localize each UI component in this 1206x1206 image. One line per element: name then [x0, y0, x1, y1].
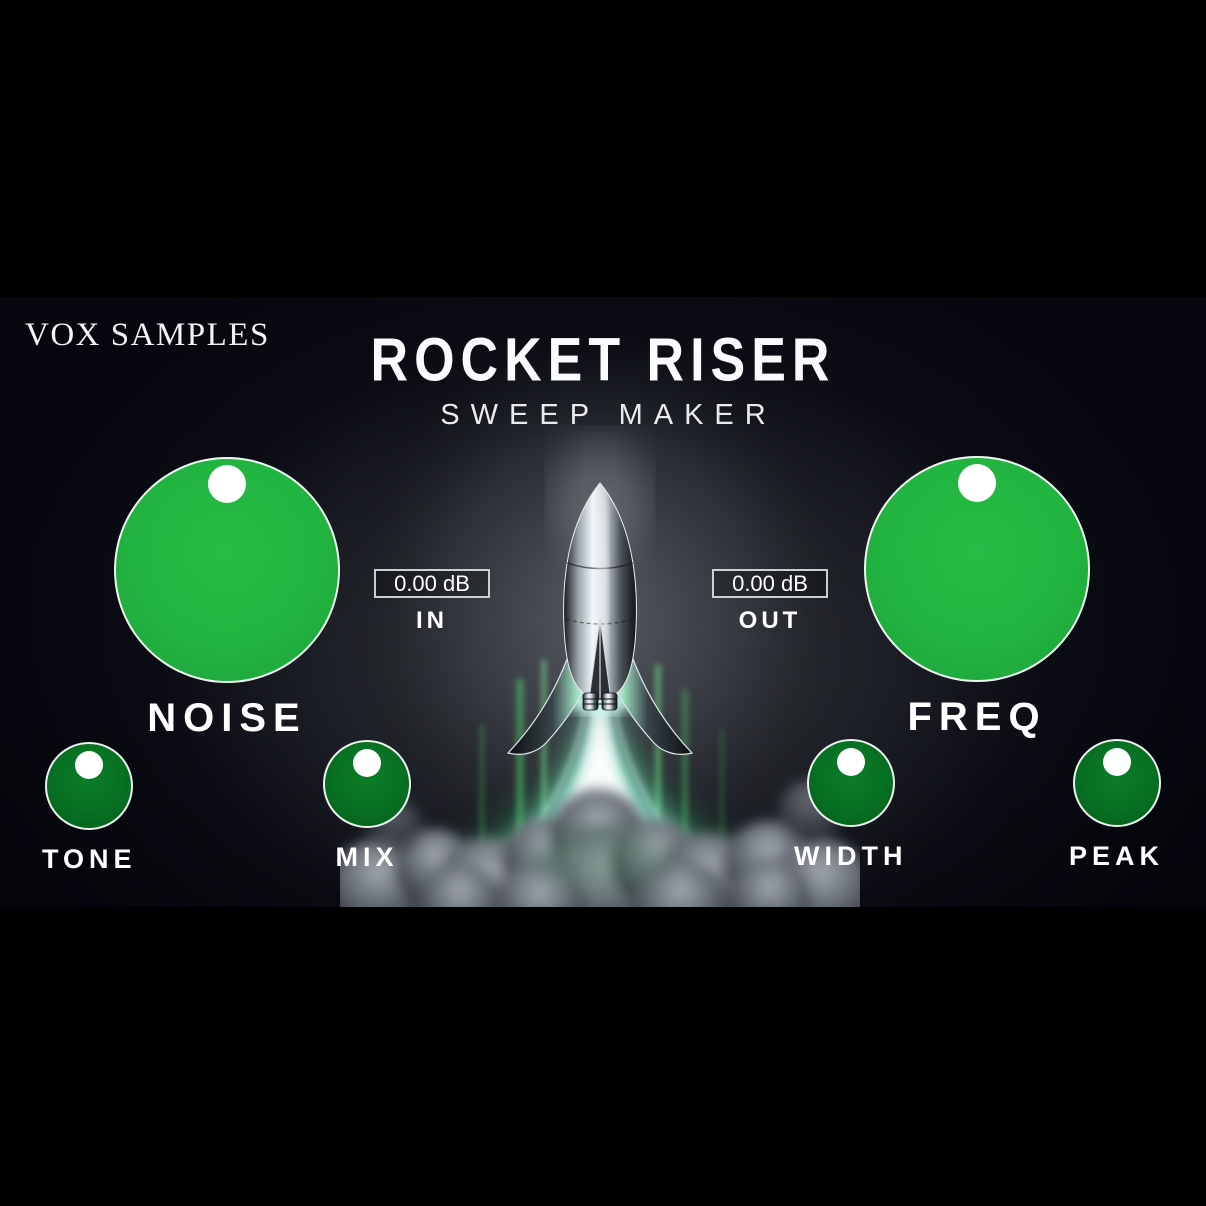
brand-logo: VOX SAMPLES: [25, 317, 270, 353]
output-gain-meter: 0.00 dB OUT: [712, 569, 828, 635]
peak-knob-group: PEAK: [1069, 739, 1164, 872]
mix-knob[interactable]: [323, 740, 411, 828]
input-gain-meter: 0.00 dB IN: [374, 569, 490, 635]
output-gain-label: OUT: [738, 607, 802, 634]
tone-knob[interactable]: [45, 742, 134, 830]
knob-indicator-dot: [208, 465, 246, 503]
noise-knob-group: NOISE: [114, 457, 340, 741]
mix-knob-group: MIX: [323, 740, 411, 873]
knob-indicator-dot: [958, 464, 996, 502]
output-gain-value[interactable]: 0.00 dB: [712, 569, 828, 598]
input-gain-value[interactable]: 0.00 dB: [374, 569, 490, 598]
knob-indicator-dot: [1102, 748, 1131, 776]
knob-indicator-dot: [353, 749, 381, 777]
rocket-body-group: [506, 482, 694, 755]
plugin-screen: VOX SAMPLES ROCKET RISER SWEEP MAKER NOI…: [0, 297, 1206, 907]
header: ROCKET RISER SWEEP MAKER: [0, 325, 1206, 432]
peak-knob-label: PEAK: [1069, 841, 1165, 871]
mix-knob-label: MIX: [335, 842, 399, 872]
rocket-illustration: [340, 302, 860, 907]
peak-knob[interactable]: [1072, 739, 1161, 827]
plugin-subtitle: SWEEP MAKER: [440, 399, 777, 431]
input-gain-label: IN: [416, 607, 448, 634]
plugin-title: ROCKET RISER: [370, 326, 836, 395]
noise-knob-label: NOISE: [147, 696, 307, 740]
width-knob[interactable]: [806, 739, 895, 827]
freq-knob-group: FREQ: [864, 456, 1090, 740]
freq-knob-label: FREQ: [907, 695, 1047, 739]
width-knob-group: WIDTH: [794, 739, 907, 872]
width-knob-label: WIDTH: [794, 841, 908, 871]
knob-indicator-dot: [836, 748, 865, 776]
freq-knob[interactable]: [864, 456, 1090, 682]
knob-indicator-dot: [75, 751, 104, 779]
noise-knob[interactable]: [114, 457, 340, 683]
tone-knob-group: TONE: [42, 742, 137, 875]
tone-knob-label: TONE: [42, 844, 137, 874]
